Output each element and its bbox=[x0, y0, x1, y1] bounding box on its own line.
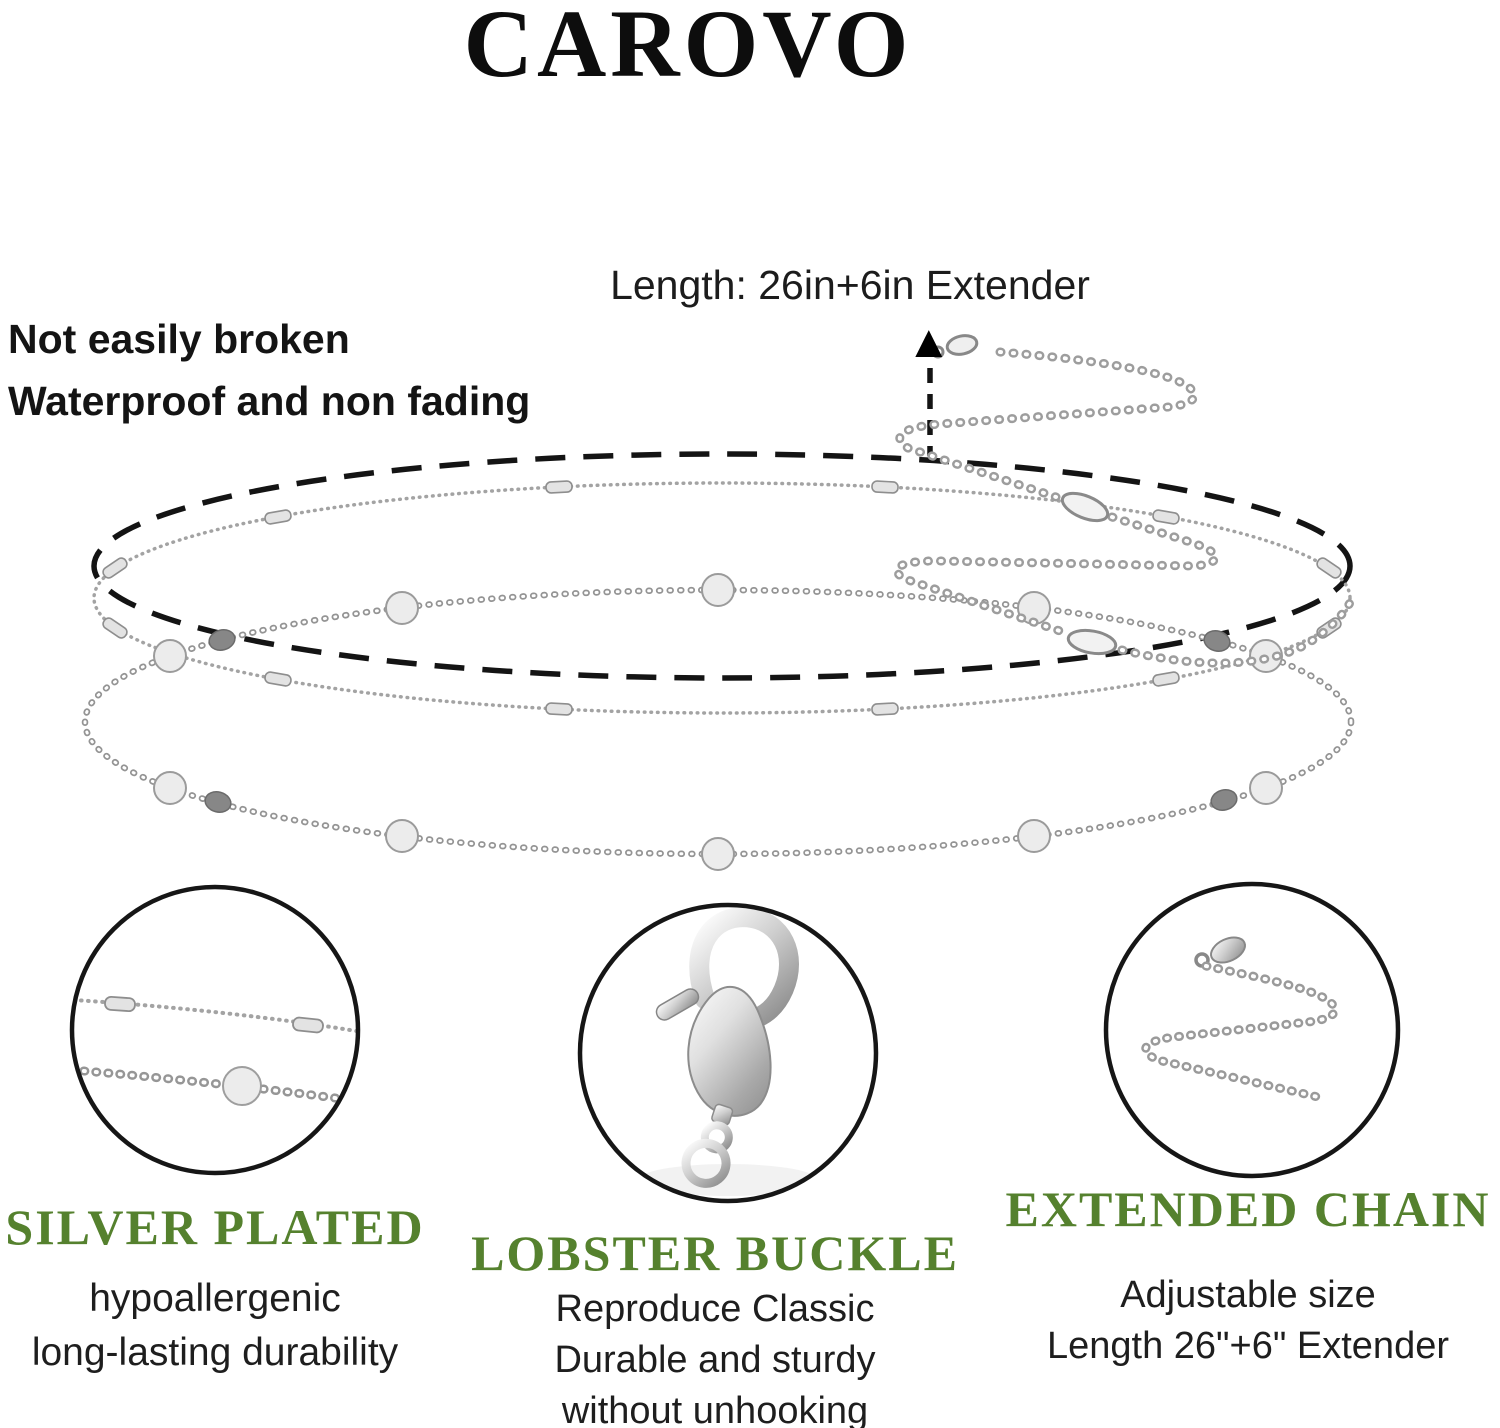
satellite-bead-chain bbox=[92, 480, 1352, 716]
feature-desc-lobster-buckle: Reproduce Classic Durable and sturdy wit… bbox=[455, 1284, 975, 1428]
feature-line: without unhooking bbox=[561, 1390, 869, 1428]
durability-note: Not easily broken Waterproof and non fad… bbox=[8, 308, 530, 432]
extender-chain-photo bbox=[892, 334, 1358, 668]
extender-clasp-links bbox=[931, 334, 1118, 656]
feature-line: Reproduce Classic bbox=[555, 1288, 875, 1330]
feature-title-extended-chain: EXTENDED CHAIN bbox=[1005, 1181, 1491, 1237]
brand-logo: CAROVO bbox=[463, 0, 913, 97]
feature-line: Adjustable size bbox=[1120, 1274, 1376, 1316]
arrow-up-icon: ▲ bbox=[906, 315, 952, 367]
lobster-clasp-graphic bbox=[638, 907, 818, 1196]
feature-title-lobster-buckle: LOBSTER BUCKLE bbox=[471, 1225, 959, 1281]
feature-title-silver-plated: SILVER PLATED bbox=[5, 1199, 425, 1255]
guide-dashed-ellipse bbox=[91, 368, 1353, 681]
durability-note-line1: Not easily broken bbox=[8, 316, 350, 362]
feature-line: Length 26"+6" Extender bbox=[1046, 1325, 1449, 1367]
detail-circle-clasp bbox=[577, 902, 879, 1204]
feature-desc-extended-chain: Adjustable size Length 26"+6" Extender bbox=[988, 1270, 1500, 1372]
durability-note-line2: Waterproof and non fading bbox=[8, 378, 531, 424]
detail-circle-chain bbox=[69, 884, 361, 1176]
dark-beads bbox=[204, 629, 1238, 813]
length-annotation: Length: 26in+6in Extender bbox=[610, 262, 1090, 308]
detail-circle-extender bbox=[1103, 881, 1401, 1179]
feature-line: hypoallergenic bbox=[89, 1277, 341, 1320]
feature-line: Durable and sturdy bbox=[554, 1339, 876, 1381]
disc-station-chain bbox=[81, 573, 1355, 871]
feature-desc-silver-plated: hypoallergenic long-lasting durability bbox=[0, 1272, 475, 1380]
feature-line: long-lasting durability bbox=[31, 1331, 399, 1374]
